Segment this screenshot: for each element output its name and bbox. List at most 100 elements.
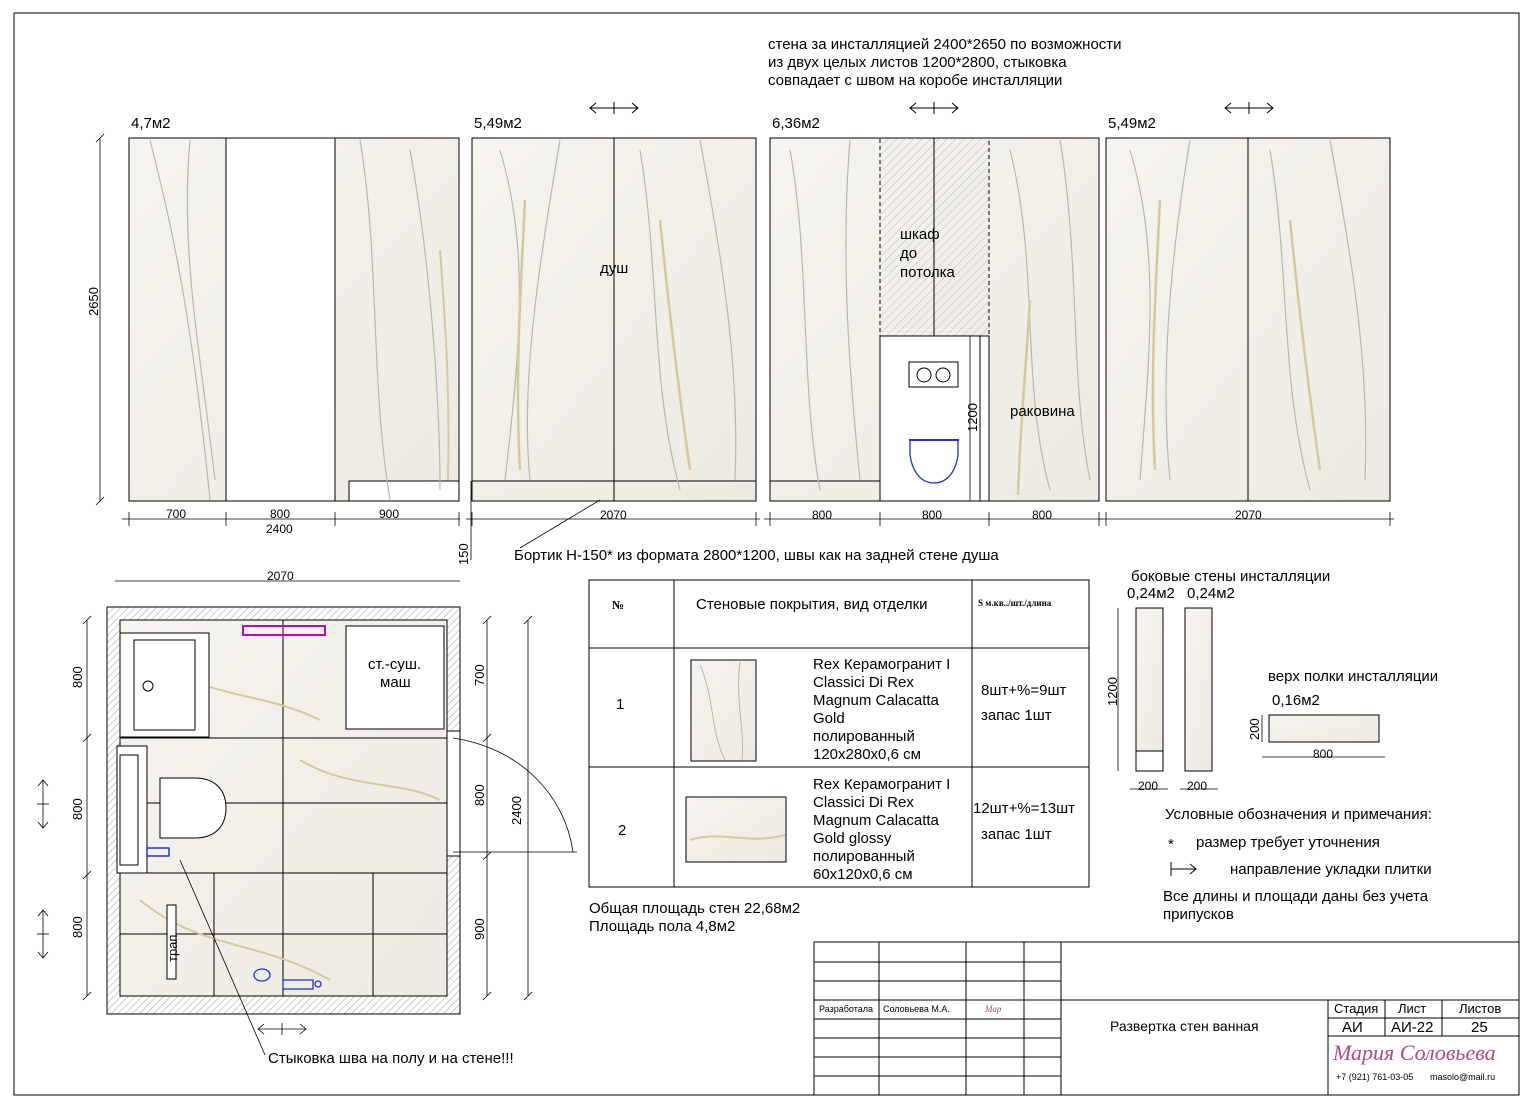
plan-top-dimension: 2070 (267, 569, 294, 583)
wall-3-area: 6,36м2 (772, 115, 820, 132)
installation-height-dimension: 1200 (965, 403, 980, 432)
wall-4-total: 2070 (1235, 508, 1262, 522)
tile-sample-1 (690, 659, 757, 762)
wall-elevation-3 (769, 137, 1100, 502)
cabinet-label-1: шкаф (900, 226, 940, 243)
stamp-sheets-header: Листов (1459, 1001, 1502, 1016)
side-wall-width-2: 200 (1187, 779, 1208, 793)
installation-wall-note-line-2: из двух целых листов 1200*2800, стыковка (768, 54, 1067, 71)
total-floor-area: Площадь пола 4,8м2 (589, 918, 736, 935)
plan-left-dim-1: 800 (70, 666, 85, 688)
legend-arrow (1170, 862, 1197, 876)
elevation-dimensions (95, 133, 1394, 582)
row-2-desc-1: Rex Керамогранит I (813, 776, 951, 793)
row-1-num: 1 (616, 696, 625, 713)
side-wall-area-2: 0,24м2 (1187, 585, 1235, 602)
plan-right-dim-2: 800 (472, 784, 487, 806)
installation-wall-note-line-3: совпадает с швом на коробе инсталляции (768, 72, 1063, 89)
wall-3-dim-2: 800 (922, 508, 943, 522)
plan-right-dim-1: 700 (472, 664, 487, 686)
row-2-reserve: запас 1шт (981, 826, 1052, 843)
floor-plan (37, 606, 577, 1056)
row-1-desc-1: Rex Керамогранит I (813, 656, 951, 673)
installation-panels (1117, 607, 1385, 790)
row-2-num: 2 (618, 822, 627, 839)
shelf-height: 200 (1247, 718, 1262, 740)
wall-1-area: 4,7м2 (131, 115, 171, 132)
row-1-desc-5: полированный (813, 728, 915, 745)
legend-arrow-text: направление укладки плитки (1230, 861, 1432, 878)
tile-sample-2 (685, 796, 787, 863)
wall-elevation-4 (1105, 137, 1391, 502)
washer-label-1: ст.-суш. (368, 656, 422, 673)
wall-elevation-1 (128, 137, 460, 502)
row-1-desc-4: Gold (813, 710, 845, 727)
shower-label: душ (600, 260, 629, 277)
plan-left-dim-2: 800 (70, 798, 85, 820)
row-1-qty: 8шт+%=9шт (981, 682, 1067, 699)
side-wall-area-1: 0,24м2 (1127, 585, 1175, 602)
washer-label-2: маш (380, 674, 411, 691)
row-2-desc-4: Gold glossy (813, 830, 892, 847)
installation-wall-note-line-1: стена за инсталляцией 2400*2650 по возмо… (768, 36, 1122, 53)
row-2-desc-3: Magnum Calacatta (813, 812, 939, 829)
row-2-qty: 12шт+%=13шт (973, 800, 1076, 817)
wall-2-total: 2070 (600, 508, 627, 522)
stamp-author: Соловьева М.А. (883, 1004, 950, 1014)
row-1-desc-3: Magnum Calacatta (813, 692, 939, 709)
wall-4-area: 5,49м2 (1108, 115, 1156, 132)
sheet-title: Развертка стен ванная (1110, 1018, 1259, 1034)
row-2-desc-2: Classici Di Rex (813, 794, 914, 811)
wall-2-area: 5,49м2 (474, 115, 522, 132)
shelf-title: верх полки инсталляции (1268, 668, 1439, 685)
wall-1-total: 2400 (266, 522, 293, 536)
row-1-reserve: запас 1шт (981, 707, 1052, 724)
stamp-stage-header: Стадия (1334, 1001, 1379, 1016)
materials-table (588, 579, 1090, 888)
height-dimension: 2650 (86, 287, 101, 316)
wall-3-dim-3: 800 (1032, 508, 1053, 522)
row-1-desc-6: 120x280x0,6 см (813, 746, 921, 763)
stamp-signature: Мар (985, 1004, 1002, 1014)
row-1-desc-2: Classici Di Rex (813, 674, 914, 691)
bort-height-dimension: 150 (456, 543, 471, 565)
plan-right-dim-3: 900 (472, 918, 487, 940)
legend-star-text: размер требует уточнения (1196, 834, 1380, 851)
cabinet-label-2: до (900, 245, 918, 262)
cabinet-label-3: потолка (900, 264, 955, 281)
sink-label: раковина (1010, 403, 1075, 420)
stamp-sheet: АИ-22 (1391, 1019, 1434, 1036)
title-block (813, 941, 1520, 1096)
stamp-sheets: 25 (1471, 1019, 1488, 1036)
table-header-finish: Стеновые покрытия, вид отделки (696, 596, 928, 613)
side-wall-height: 1200 (1105, 677, 1120, 706)
shelf-width: 800 (1313, 747, 1334, 761)
plan-total-dim: 2400 (509, 796, 524, 825)
wall-1-dim-2: 800 (270, 507, 291, 521)
table-header-area: S м.кв../шт./длина (978, 598, 1052, 608)
legend-title: Условные обозначения и примечания: (1165, 806, 1432, 823)
side-walls-title: боковые стены инсталляции (1131, 568, 1331, 585)
legend-note-1: Все длины и площади даны без учета (1163, 888, 1429, 905)
row-2-desc-6: 60x120x0,6 см (813, 866, 913, 883)
row-2-desc-5: полированный (813, 848, 915, 865)
wall-3-dim-1: 800 (812, 508, 833, 522)
brand-logo: Мария Соловьева (1333, 1040, 1496, 1065)
stamp-email: masolo@mail.ru (1430, 1072, 1496, 1082)
bort-note: Бортик Н-150* из формата 2800*1200, швы … (514, 547, 999, 564)
table-header-num: № (612, 598, 625, 612)
stamp-stage: АИ (1342, 1019, 1363, 1036)
stamp-developed-label: Разработала (819, 1004, 873, 1014)
tile-direction-arrows (589, 102, 1274, 114)
legend-note-2: припусков (1163, 906, 1234, 923)
drain-label: трап (165, 934, 180, 962)
wall-1-dim-1: 700 (166, 507, 187, 521)
seam-note: Стыковка шва на полу и на стене!!! (268, 1050, 514, 1067)
side-wall-width-1: 200 (1138, 779, 1159, 793)
plan-left-dim-3: 800 (70, 916, 85, 938)
legend-star: * (1168, 836, 1174, 853)
sheet-border (13, 12, 1520, 1096)
total-walls-area: Общая площадь стен 22,68м2 (589, 900, 801, 917)
shelf-area: 0,16м2 (1272, 692, 1320, 709)
